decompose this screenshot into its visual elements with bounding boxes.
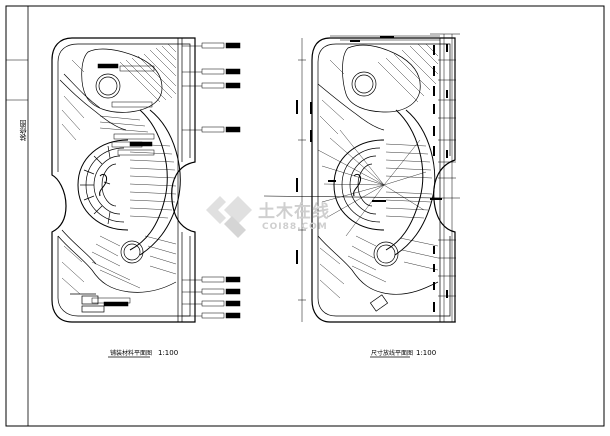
left-plan-caption: 铺装材料平面图 bbox=[110, 350, 153, 357]
left-annotations bbox=[97, 42, 241, 319]
right-plan-scale: 1:100 bbox=[416, 349, 437, 357]
left-material-plan bbox=[51, 37, 196, 323]
left-plan-scale: 1:100 bbox=[158, 349, 179, 357]
watermark-en: COI88.COM bbox=[262, 222, 328, 232]
watermark-cn: 土木在线 bbox=[258, 202, 330, 222]
right-plan-caption: 尺寸放线平面图 bbox=[371, 350, 414, 357]
side-title: 装修图 bbox=[19, 120, 27, 141]
title-strip bbox=[5, 5, 29, 427]
watermark-logo bbox=[206, 196, 252, 238]
right-dimension-chain bbox=[263, 33, 460, 323]
